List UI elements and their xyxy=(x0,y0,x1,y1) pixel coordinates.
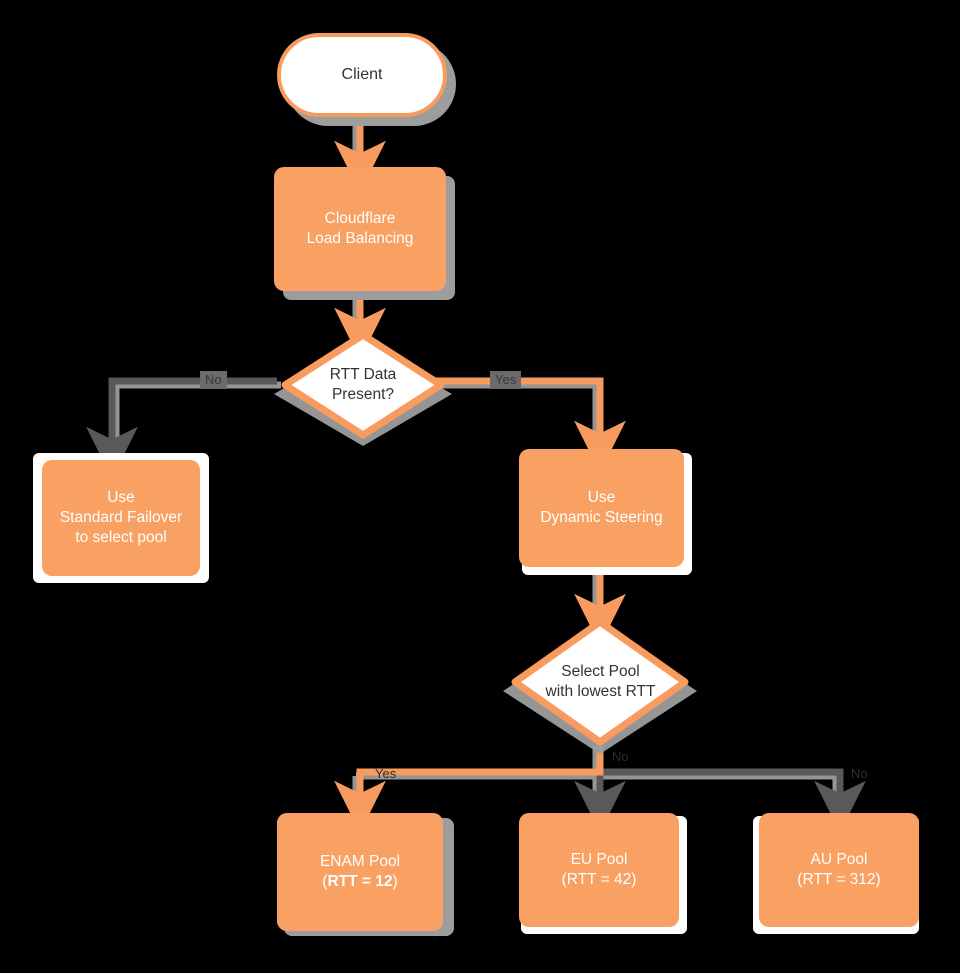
enam-pool-name: ENAM Pool xyxy=(319,853,401,871)
standard-failover-line3: to select pool xyxy=(75,528,167,546)
edge-label-rtt-yes: Yes xyxy=(490,371,522,390)
eu-pool-name: EU Pool xyxy=(570,851,628,869)
enam-pool-rtt: (RTT = 12) xyxy=(322,873,397,890)
edge-pool-au xyxy=(600,768,866,833)
standard-failover-node[interactable]: Use Standard Failover to select pool xyxy=(42,460,200,576)
au-pool-name: AU Pool xyxy=(810,851,868,869)
select-pool-decision-node[interactable]: Select Pool with lowest RTT xyxy=(503,618,697,754)
load-balancing-line2: Load Balancing xyxy=(306,230,414,247)
edge-select-to-enam xyxy=(334,742,604,833)
load-balancing-node[interactable]: Cloudflare Load Balancing xyxy=(274,167,446,291)
standard-failover-line2: Standard Failover xyxy=(59,509,183,527)
edge-rtt-yes xyxy=(433,377,626,473)
dynamic-steering-line2: Dynamic Steering xyxy=(540,509,663,526)
au-pool-rtt: (RTT = 312) xyxy=(797,871,881,888)
dynamic-steering-line1: Use xyxy=(587,489,616,507)
enam-pool-rtt-close: ) xyxy=(392,873,398,890)
au-pool-node[interactable]: AU Pool (RTT = 312) xyxy=(759,813,919,927)
enam-pool-rtt-value: RTT = 12 xyxy=(327,873,393,890)
select-pool-decision-shape xyxy=(511,618,689,746)
edge-rtt-no xyxy=(86,377,277,479)
rtt-decision-shape xyxy=(281,331,445,439)
eu-pool-rtt: (RTT = 42) xyxy=(561,871,637,888)
eu-pool-node[interactable]: EU Pool (RTT = 42) xyxy=(519,813,679,927)
standard-failover-line1: Use xyxy=(107,489,135,507)
dynamic-steering-node[interactable]: Use Dynamic Steering xyxy=(519,449,684,567)
edge-label-pool-enam: Yes xyxy=(375,766,397,781)
enam-pool-rtt-open: ( xyxy=(322,873,328,890)
load-balancing-line1: Cloudflare xyxy=(324,210,396,228)
edge-label-rtt-no: No xyxy=(200,371,227,390)
edge-label-pool-eu: No xyxy=(612,749,629,764)
enam-pool-node[interactable]: ENAM Pool (RTT = 12) xyxy=(277,813,443,931)
client-node-label: Client xyxy=(341,66,383,83)
client-node[interactable]: Client xyxy=(277,33,447,117)
edge-label-pool-au: No xyxy=(851,766,868,781)
rtt-decision-node[interactable]: RTT Data Present? xyxy=(274,331,452,446)
